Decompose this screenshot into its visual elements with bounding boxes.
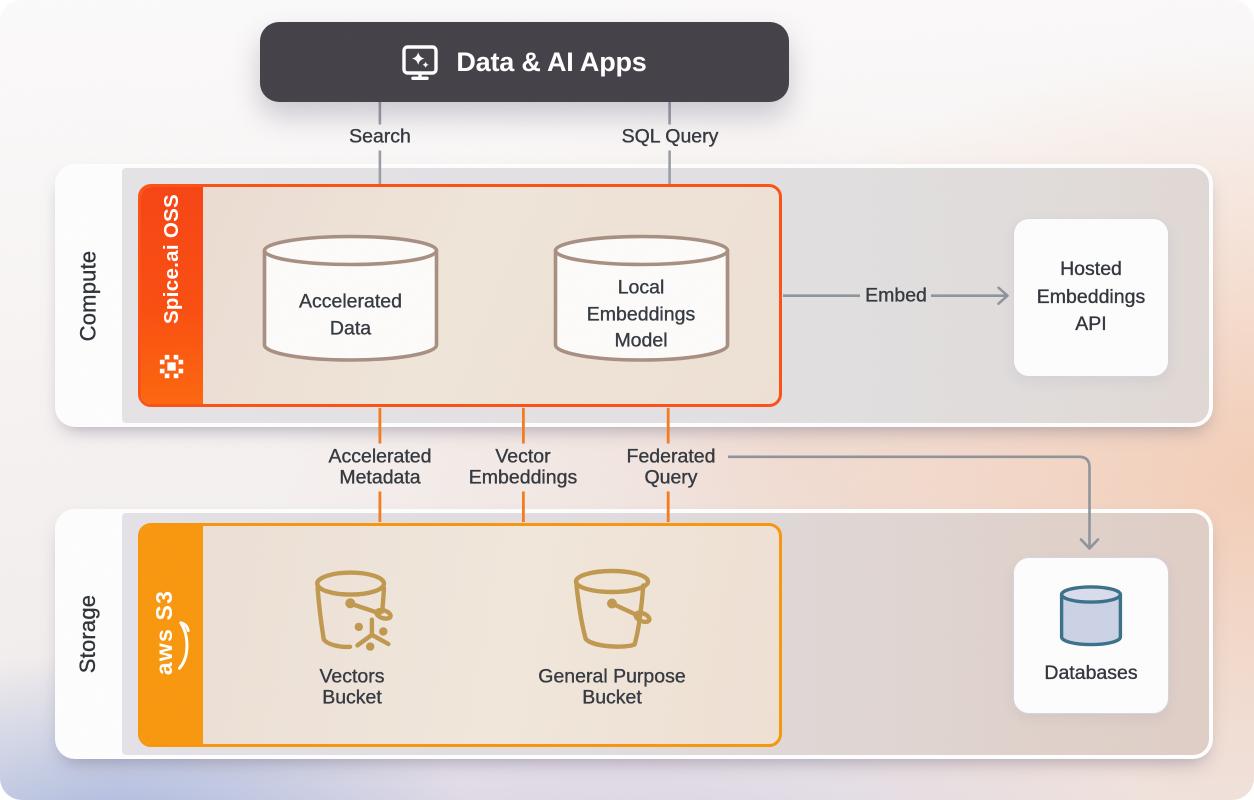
database-cylinder-icon [1059, 584, 1123, 647]
monitor-sparkle-icon [402, 44, 439, 80]
s3-bucket-icon [573, 568, 652, 649]
app-node-label: Data & AI Apps [456, 46, 647, 77]
aws-s3-label: aws S3 [151, 589, 178, 675]
s3-vectors-bucket-icon [314, 570, 393, 651]
edge-label-embed: Embed [865, 284, 927, 307]
general-purpose-bucket-label: General Purpose Bucket [538, 665, 686, 709]
edge-label-vector-embeddings: Vector Embeddings [468, 445, 578, 489]
aws-s3-strip: aws S3 [141, 526, 203, 744]
edge-label-sql-query: SQL Query [621, 125, 719, 148]
local-embeddings-model-label: Local Embeddings Model [586, 276, 696, 352]
edge-label-federated-query: Federated Query [626, 445, 716, 489]
databases-label: Databases [1044, 661, 1138, 684]
aws-s3-group: aws S3 [138, 523, 782, 747]
spice-gear-icon [160, 354, 184, 379]
accelerated-data-label: Accelerated Data [299, 290, 402, 339]
data-ai-apps-node: Data & AI Apps [260, 22, 789, 102]
spice-oss-label: Spice.ai OSS [160, 193, 184, 325]
hosted-embeddings-api-node: Hosted Embeddings API [1013, 218, 1169, 377]
edge-label-accelerated-metadata: Accelerated Metadata [328, 445, 432, 489]
aws-smile-icon [178, 621, 191, 670]
databases-node: Databases [1013, 557, 1169, 714]
hosted-embeddings-api-label: Hosted Embeddings API [1036, 258, 1146, 336]
spice-oss-strip: Spice.ai OSS [141, 187, 203, 404]
vectors-bucket-label: Vectors Bucket [319, 665, 385, 709]
edge-label-search: Search [349, 125, 411, 148]
